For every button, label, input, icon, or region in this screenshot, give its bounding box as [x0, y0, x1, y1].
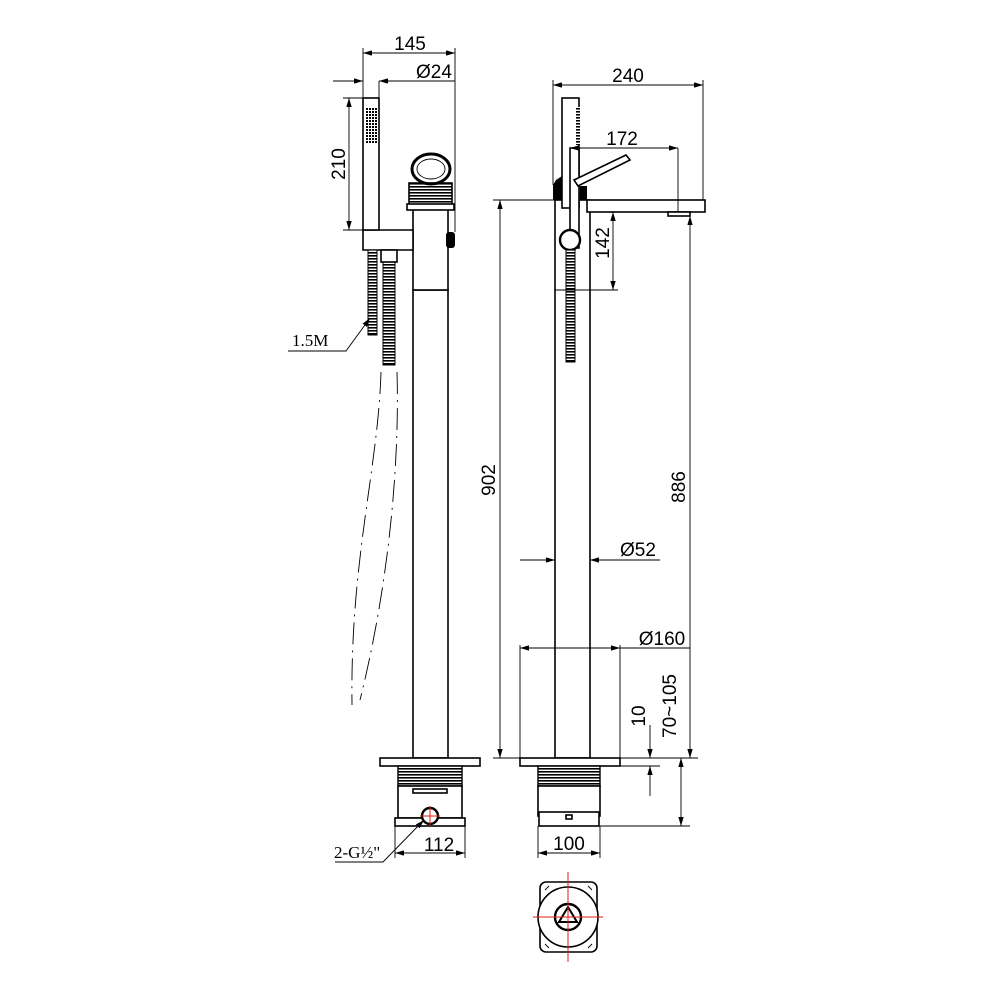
- dim-100: 100: [553, 834, 585, 855]
- dim-112: 112: [424, 835, 454, 856]
- drawing-stroke: [335, 819, 425, 863]
- knurled-cap: [408, 182, 453, 206]
- side-knob: [446, 232, 455, 248]
- hose-nut: [380, 249, 398, 263]
- hose-path-left: [351, 371, 382, 706]
- threaded-body: [537, 765, 601, 787]
- base-plate: [519, 757, 621, 767]
- shower-holder: [362, 229, 414, 251]
- drawing-stroke: [412, 788, 448, 794]
- lever-handle: [572, 154, 632, 188]
- valve-body: [412, 207, 449, 291]
- dim-10: 10: [629, 705, 650, 726]
- drawing-stroke: [565, 814, 573, 820]
- spout: [586, 199, 706, 213]
- cap-ring: [406, 203, 455, 211]
- valve-cap: [553, 176, 587, 200]
- spray-face: [366, 107, 377, 143]
- handle-ring: [410, 152, 452, 186]
- hose-path-right: [359, 371, 398, 701]
- dim-142: 142: [593, 227, 614, 259]
- dim-diameter-24: Ø24: [416, 62, 452, 83]
- dim-diameter-52: Ø52: [620, 540, 656, 561]
- base-plate: [379, 757, 481, 767]
- drawing-stroke: [416, 158, 446, 180]
- front-dimensions: 240 172 142 902 886 Ø52 Ø160 10 70~105 1…: [479, 66, 704, 858]
- dim-210: 210: [329, 148, 350, 180]
- drawing-stroke: [544, 943, 550, 949]
- drawing-stroke: [288, 317, 371, 352]
- mounting-box: [537, 785, 601, 817]
- dim-145: 145: [394, 34, 426, 55]
- front-view: [519, 97, 706, 827]
- label-inlet-connection: 2-G½": [334, 843, 380, 862]
- hose-left: [367, 249, 378, 336]
- bottom-view: [420, 806, 603, 962]
- threaded-body: [397, 765, 463, 787]
- label-hose-length: 1.5M: [292, 331, 328, 350]
- aerator: [667, 211, 691, 217]
- dim-902: 902: [479, 464, 500, 496]
- drawing-stroke: [587, 943, 593, 949]
- dim-70-105: 70~105: [660, 674, 681, 738]
- drawing-stroke: [544, 885, 550, 891]
- side-dimensions: 145 Ø24 210 1.5M 2-G½" 112: [288, 34, 466, 863]
- holder-clip: [558, 228, 582, 252]
- dim-diameter-160: Ø160: [639, 629, 685, 650]
- hose-right: [382, 261, 396, 366]
- column-tube: [412, 289, 449, 759]
- dim-172: 172: [606, 129, 638, 150]
- side-view: [351, 97, 481, 827]
- hose: [565, 249, 576, 363]
- dim-886: 886: [669, 471, 690, 503]
- drawing-stroke: [587, 885, 593, 891]
- drawing-stroke: [576, 107, 580, 145]
- dim-240: 240: [612, 66, 644, 87]
